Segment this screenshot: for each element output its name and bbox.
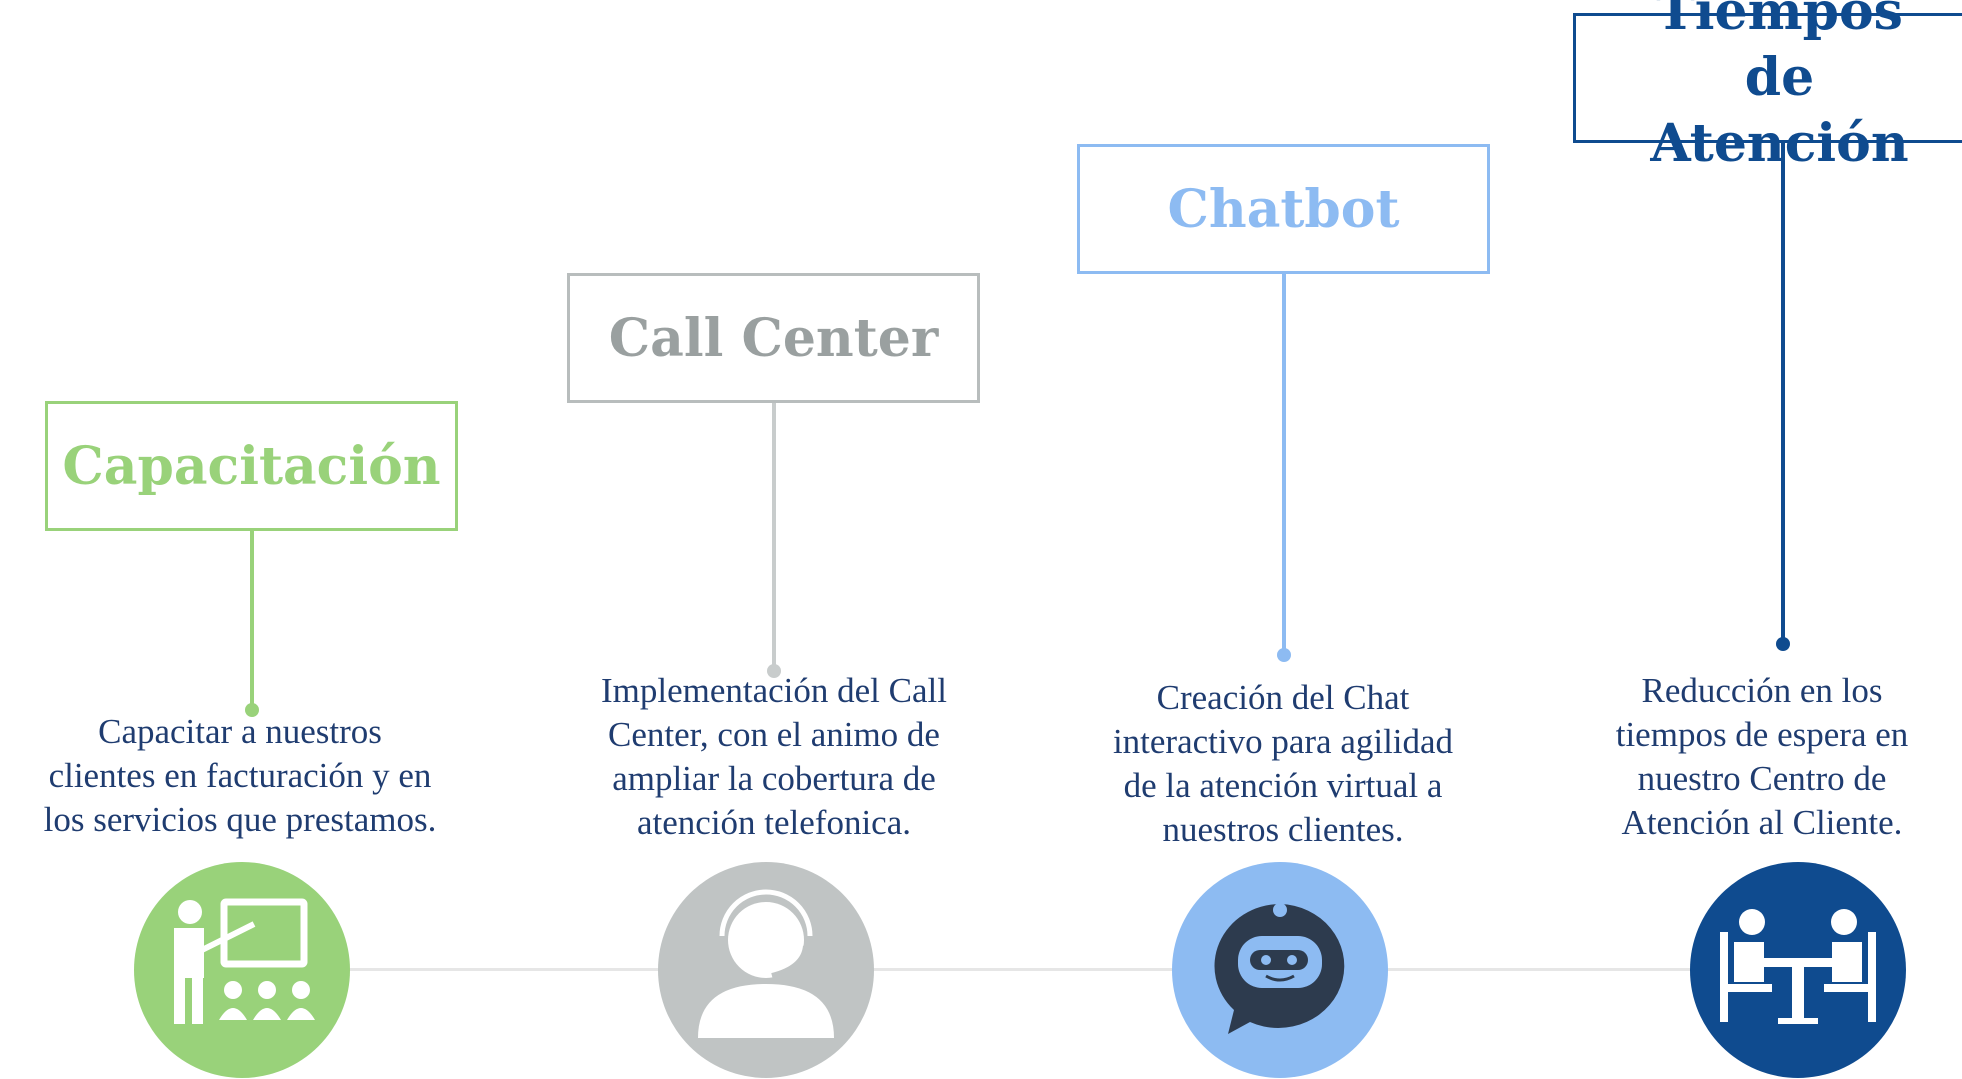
step-title-box-chatbot: Chatbot (1077, 144, 1490, 274)
step-title-box-capacitacion: Capacitación (45, 401, 458, 531)
connector-dot (1277, 648, 1291, 662)
connector-line (772, 403, 776, 670)
timeline-line (330, 968, 1760, 971)
connector-line (250, 531, 254, 709)
headset-agent-icon (658, 862, 874, 1078)
chatbot-icon (1172, 862, 1388, 1078)
connector-line (1781, 143, 1785, 643)
connector-line (1282, 274, 1286, 654)
connector-dot (767, 664, 781, 678)
step-title: Tiempos de Atención (1650, 0, 1909, 174)
meeting-table-icon (1690, 862, 1906, 1078)
teacher-classroom-icon (134, 862, 350, 1078)
step-title-box-call-center: Call Center (567, 273, 980, 403)
step-title: Call Center (608, 307, 939, 369)
connector-dot (1776, 637, 1790, 651)
step-title: Chatbot (1167, 178, 1400, 240)
step-title: Capacitación (62, 435, 441, 497)
step-description: Reducción en los tiempos de espera en nu… (1615, 671, 1909, 842)
step-description: Implementación del Call Center, con el a… (600, 671, 947, 842)
step-title-box-tiempos-de-atencion: Tiempos de Atención (1573, 0, 1962, 174)
connector-dot (245, 703, 259, 717)
step-description: Capacitar a nuestros clientes en factura… (43, 712, 437, 839)
step-description: Creación del Chat interactivo para agili… (1112, 678, 1454, 849)
